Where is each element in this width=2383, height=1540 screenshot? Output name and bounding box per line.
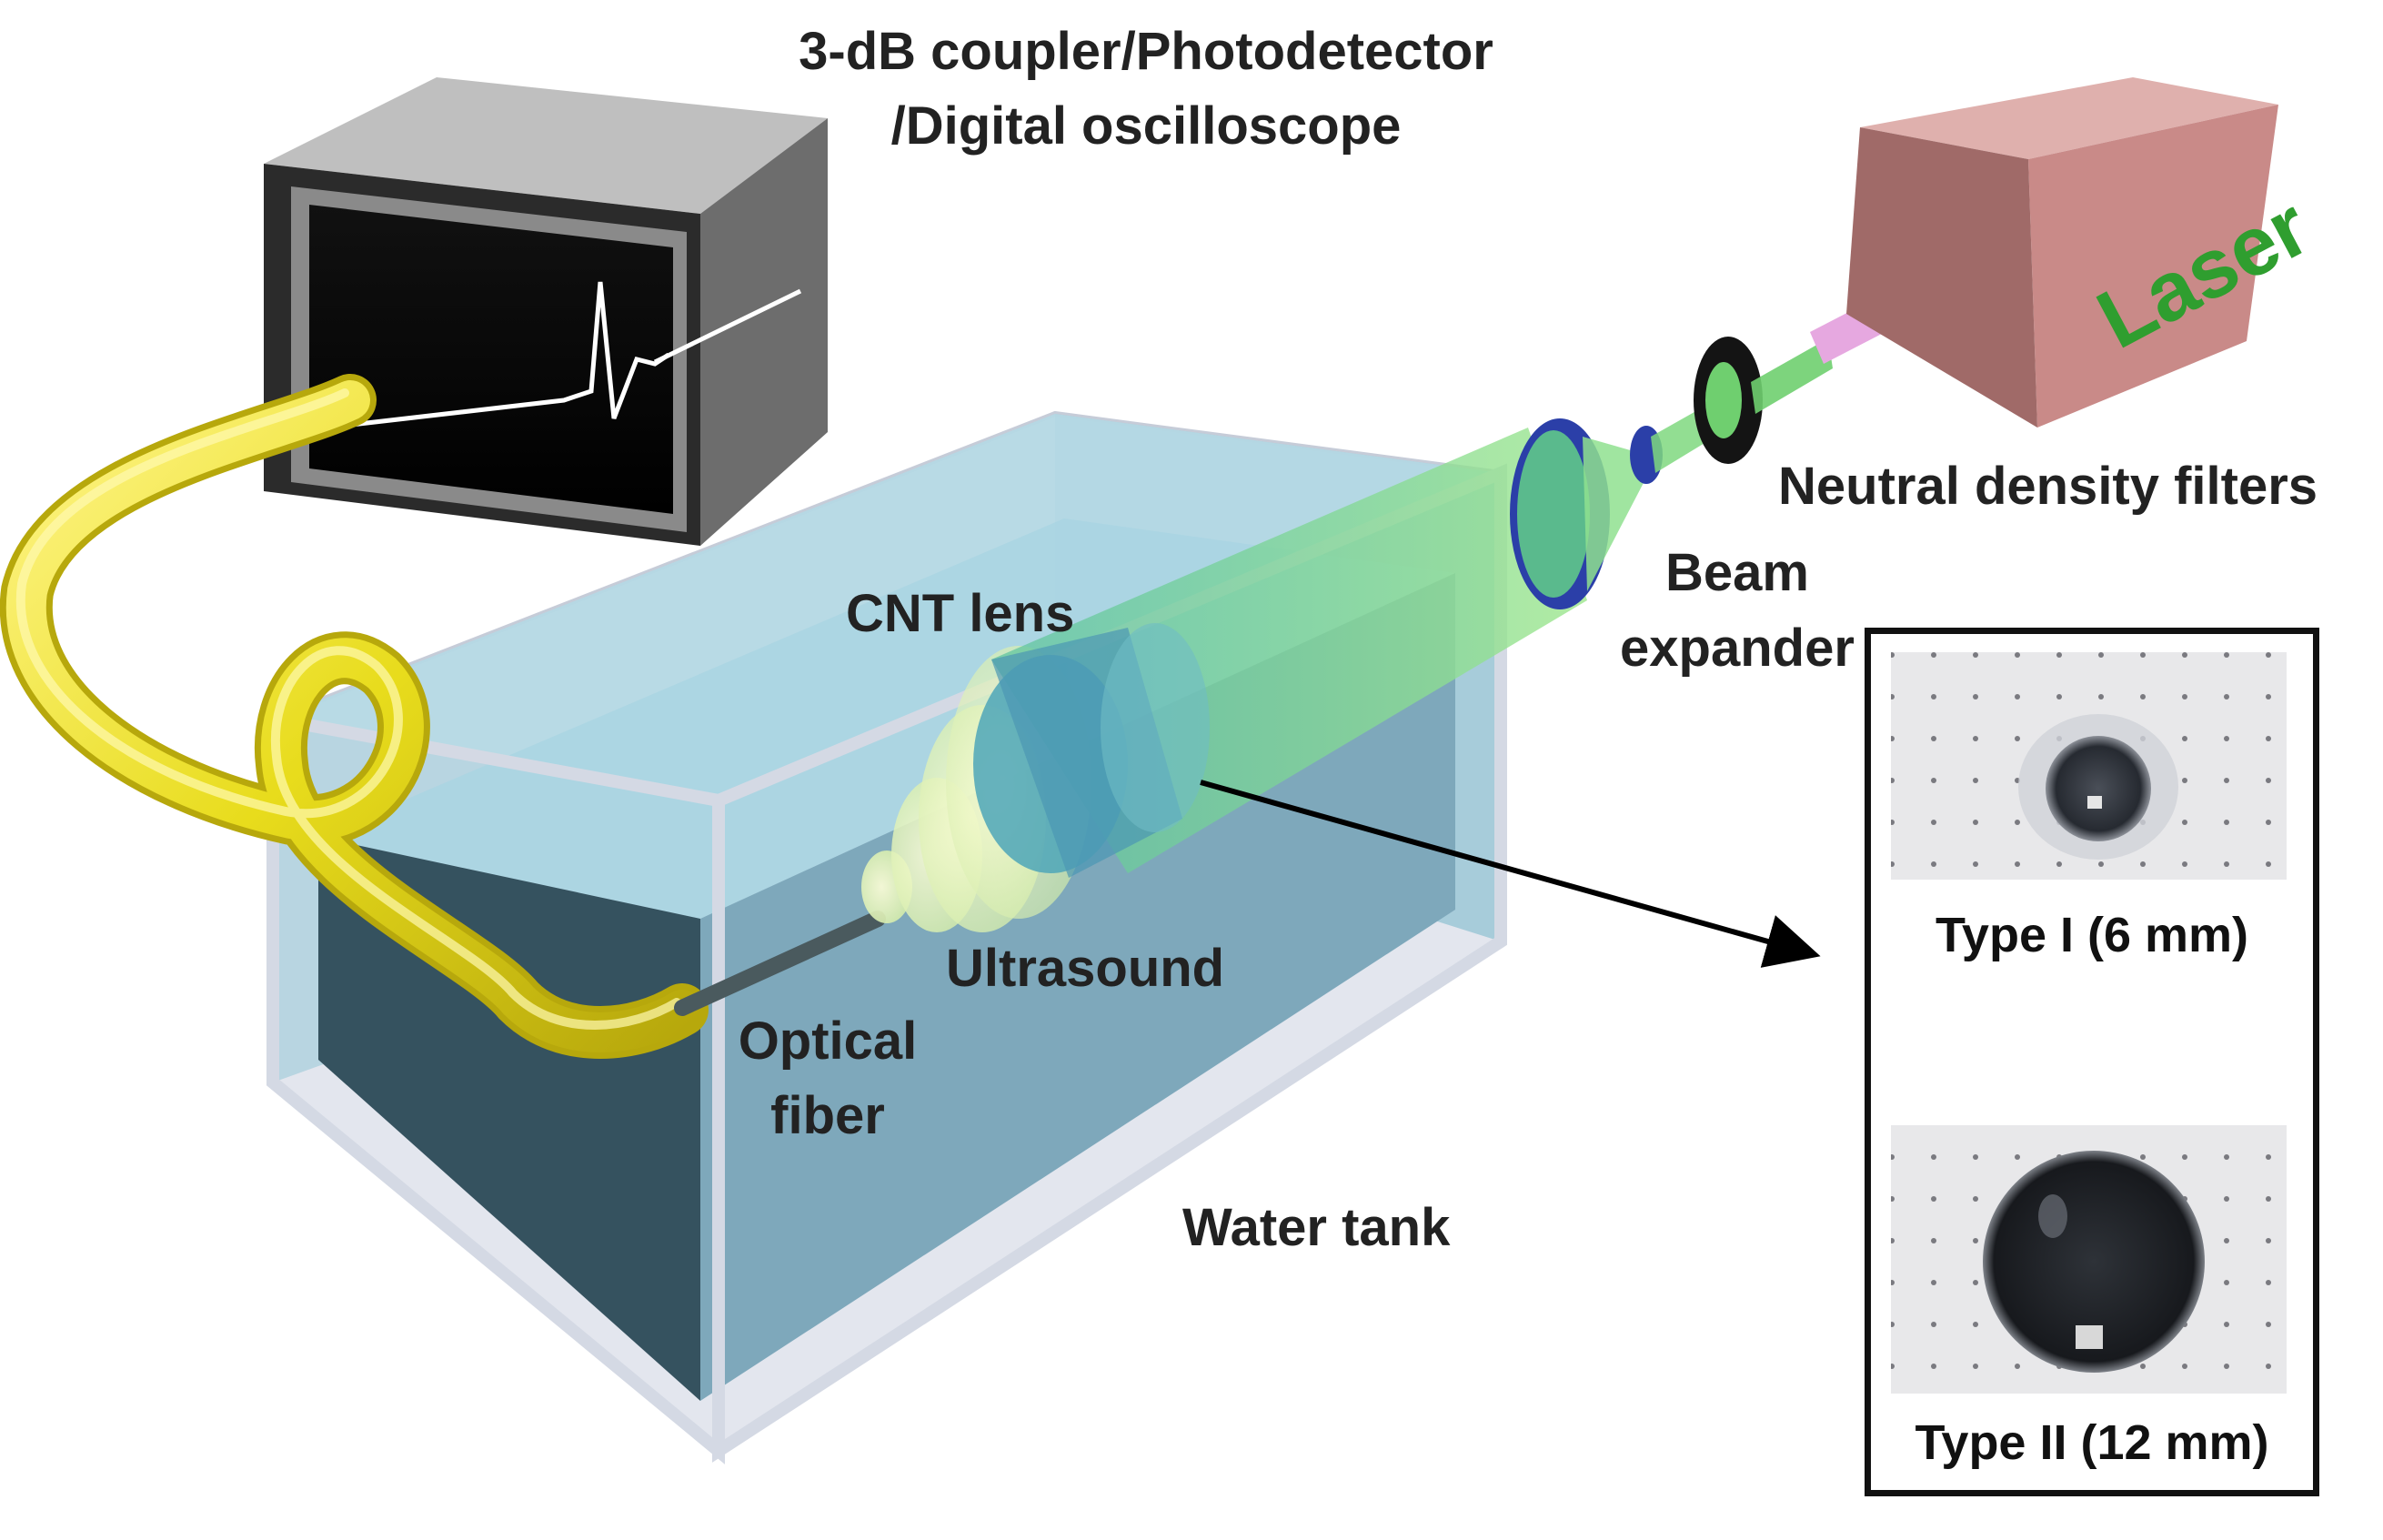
laser-box: Laser [1846,77,2324,428]
beam-expander-label-line2: expander [1620,619,1855,678]
sample-inset-panel: Type I (6 mm) Type II (12 mm) [1865,628,2319,1496]
optical-fiber-label-line1: Optical [738,1012,918,1071]
cnt-lens-label: CNT lens [846,584,1075,643]
type2-caption: Type II (12 mm) [1915,1415,2269,1470]
inset-arrow [1200,780,1821,968]
waveform-trace [327,281,670,430]
optical-fiber-label-line2: fiber [770,1086,885,1145]
instrument-label-line1: 3-dB coupler/Photodetector [799,22,1493,81]
oscilloscope-screen [309,205,673,514]
ultrasound-label: Ultrasound [946,939,1225,998]
type2-photo [1891,1125,2287,1394]
optical-fiber-tube [0,374,886,1059]
bare-fiber [674,911,886,1016]
nd-filters-label: Neutral density filters [1778,457,2318,516]
water-tank-label: Water tank [1182,1198,1451,1257]
type1-caption: Type I (6 mm) [1935,908,2249,962]
beam-expander-label-line1: Beam [1665,543,1809,602]
laser-beam [973,257,1959,878]
sample-photos [1891,652,2287,1394]
type1-photo [1891,652,2287,880]
instrument-label-line2: /Digital oscilloscope [890,96,1402,156]
oscilloscope-box [264,77,828,546]
